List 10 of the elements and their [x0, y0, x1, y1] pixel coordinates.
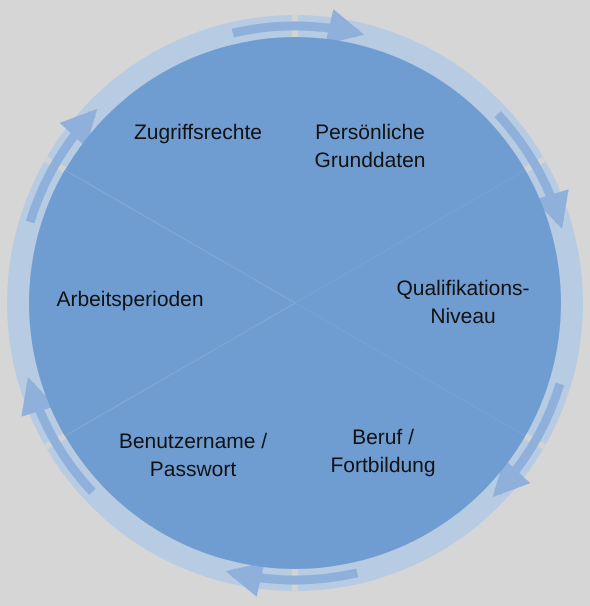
arrow	[23, 377, 96, 495]
segment-label: Persönliche Grunddaten	[314, 120, 426, 174]
arrow	[26, 108, 98, 224]
segment-label: Qualifikations-Niveau	[395, 276, 531, 330]
segment-label: Beruf / Fortbildung	[329, 425, 437, 479]
segment-label: Benutzername / Passwort	[118, 429, 268, 483]
arrow	[492, 382, 564, 498]
segment-label: Arbeitsperioden	[55, 287, 205, 313]
segment-label: Zugriffsrechte	[132, 120, 263, 146]
arrow	[494, 111, 567, 229]
